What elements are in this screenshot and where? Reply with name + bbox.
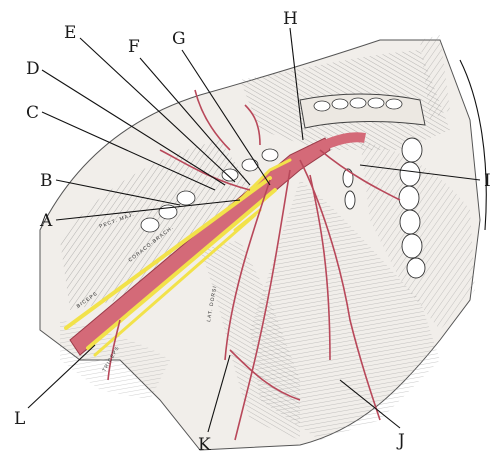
leader-lines bbox=[27, 27, 481, 433]
label-j: J bbox=[396, 431, 405, 451]
leader-line-c bbox=[41, 111, 216, 191]
label-i: I bbox=[484, 171, 491, 191]
label-c: C bbox=[26, 103, 39, 123]
label-f: F bbox=[128, 37, 140, 57]
tendon-band bbox=[299, 93, 426, 129]
axillary-artery bbox=[69, 132, 366, 356]
leader-line-j bbox=[339, 379, 401, 429]
leader-line-h bbox=[289, 27, 304, 141]
label-k: K bbox=[198, 435, 211, 455]
leader-line-e bbox=[79, 37, 236, 183]
leader-line-k bbox=[207, 354, 231, 433]
label-d: D bbox=[26, 59, 40, 79]
label-e: E bbox=[64, 23, 76, 43]
label-g: G bbox=[172, 29, 186, 49]
leader-line-g bbox=[181, 49, 271, 186]
muscle-masses bbox=[39, 35, 487, 451]
label-l: L bbox=[14, 409, 25, 429]
label-h: H bbox=[283, 9, 298, 29]
leader-line-d bbox=[41, 69, 226, 186]
leader-line-a bbox=[55, 199, 241, 221]
label-b: B bbox=[40, 171, 53, 191]
leader-line-b bbox=[55, 179, 181, 206]
label-a: A bbox=[39, 211, 53, 231]
arterial-branches bbox=[107, 89, 401, 441]
lymph-node-chain bbox=[342, 137, 426, 279]
leader-line-f bbox=[139, 57, 251, 186]
leader-line-l bbox=[27, 344, 96, 409]
letter-labels: E F G H D C B A I J K L bbox=[14, 9, 491, 455]
leader-line-i bbox=[359, 164, 481, 181]
axillary-nodes bbox=[140, 148, 279, 233]
